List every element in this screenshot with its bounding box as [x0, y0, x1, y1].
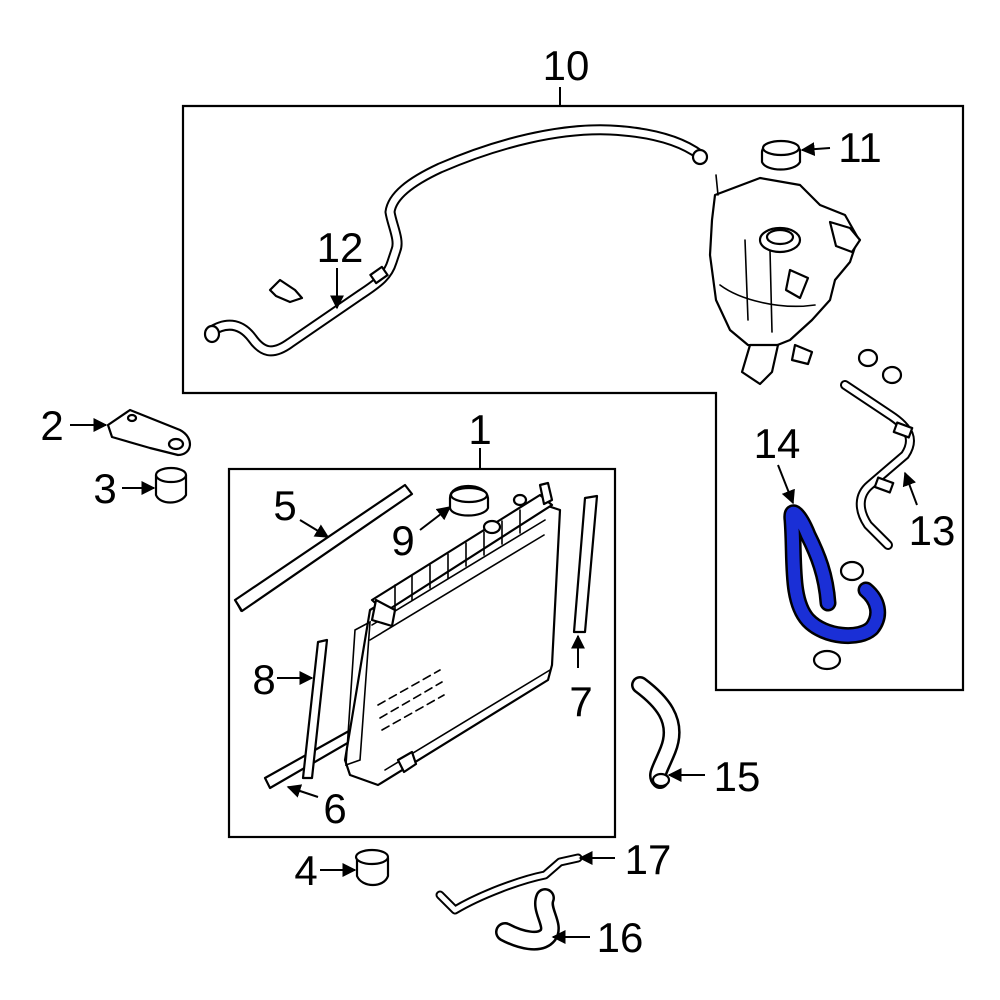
right-side-seal[interactable] — [572, 494, 599, 634]
callout-9: 9 — [391, 517, 414, 564]
lower-insulator[interactable] — [154, 466, 188, 504]
callout-5: 5 — [273, 482, 296, 529]
leader-13 — [902, 471, 918, 506]
callout-6: 6 — [323, 785, 346, 832]
highlighted-coolant-hose[interactable] — [783, 504, 887, 671]
callout-7: 7 — [569, 678, 592, 725]
leader-5 — [299, 519, 330, 538]
lower-radiator-hose[interactable] — [495, 888, 560, 951]
reservoir-assembly-box — [181, 104, 965, 692]
callout-14: 14 — [754, 420, 801, 467]
radiator-cap[interactable] — [448, 485, 490, 517]
leader-11 — [800, 142, 831, 157]
callout-2: 2 — [40, 402, 63, 449]
bypass-pipe[interactable] — [435, 853, 583, 915]
upper-insulator[interactable] — [354, 848, 390, 887]
radiator[interactable] — [343, 481, 562, 787]
reservoir-outlet-hose[interactable] — [840, 348, 915, 550]
leader-14 — [777, 464, 795, 505]
leader-9 — [419, 506, 452, 531]
upper-radiator-hose[interactable] — [631, 676, 681, 789]
callout-11: 11 — [838, 124, 882, 171]
callout-16: 16 — [597, 914, 644, 961]
coolant-reservoir-tank[interactable] — [708, 174, 862, 386]
overflow-hose[interactable] — [203, 124, 709, 357]
leader-6 — [286, 784, 319, 798]
top-seal-strip[interactable] — [233, 483, 414, 613]
callout-1: 1 — [468, 406, 491, 453]
callout-17: 17 — [625, 836, 672, 883]
left-side-seal[interactable] — [301, 638, 329, 780]
callout-12: 12 — [317, 224, 364, 271]
callout-15: 15 — [714, 753, 761, 800]
callout-3: 3 — [93, 465, 116, 512]
callout-13: 13 — [909, 507, 956, 554]
radiator-assembly-box — [227, 467, 617, 839]
mount-bracket[interactable] — [106, 408, 191, 457]
reservoir-cap[interactable] — [760, 139, 802, 171]
callout-10: 10 — [543, 42, 590, 89]
callout-8: 8 — [252, 656, 275, 703]
callout-4: 4 — [294, 847, 317, 894]
